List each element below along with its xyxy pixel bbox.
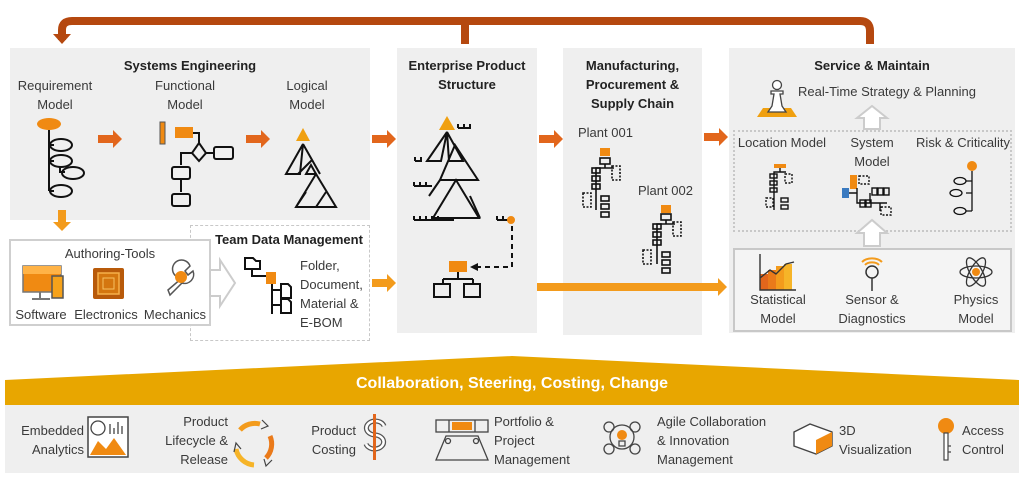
electronics-label: Electronics <box>74 307 138 322</box>
requirement-model-label: Requirement Model <box>17 78 93 112</box>
functional-model-label: Functional Model <box>155 78 215 112</box>
team-data-title: Team Data Management <box>215 232 363 247</box>
portfolio-icon <box>435 419 489 461</box>
statistical-model-label: Statistical Model <box>750 292 806 326</box>
key-icon <box>938 418 954 461</box>
plant-001-label: Plant 001 <box>578 125 633 140</box>
capability-portfolio-management[interactable]: Portfolio & Project Management <box>494 414 570 467</box>
system-model-label: System Model <box>850 135 894 169</box>
authoring-tools-title: Authoring-Tools <box>64 246 156 261</box>
lightbulb-icon <box>603 421 641 455</box>
manufacturing-title: Manufacturing, Procurement & Supply Chai… <box>585 58 680 111</box>
banner-title: Collaboration, Steering, Costing, Change <box>355 375 668 392</box>
team-data-description: Folder, Document, Material & E-BOM <box>300 258 363 330</box>
software-label: Software <box>15 307 67 322</box>
cycle-icon <box>233 419 275 468</box>
vr-headset-icon <box>793 423 833 455</box>
capability-3d-visualization[interactable]: 3D Visualization <box>839 423 912 457</box>
logical-model-label: Logical Model <box>286 78 328 112</box>
analytics-icon <box>87 416 129 458</box>
systems-engineering-title: Systems Engineering <box>123 58 257 73</box>
feedback-arrow <box>58 17 874 44</box>
capability-product-lifecycle[interactable]: Product Lifecycle & Release <box>165 414 228 467</box>
risk-criticality-label: Risk & Criticality <box>916 135 1010 150</box>
strategy-label: Real-Time Strategy & Planning <box>798 84 976 99</box>
mechanics-label: Mechanics <box>143 307 207 322</box>
location-model-label: Location Model <box>737 135 827 150</box>
feedback-arrowhead <box>53 34 71 44</box>
capability-access-control[interactable]: Access Control <box>962 423 1004 457</box>
service-title: Service & Maintain <box>814 58 930 73</box>
capability-product-costing[interactable]: Product Costing <box>311 423 356 457</box>
plant-002-label: Plant 002 <box>638 183 693 198</box>
capability-agile-collaboration[interactable]: Agile Collaboration & Innovation Managem… <box>657 414 767 467</box>
sensor-diagnostics-label: Sensor & Diagnostics <box>838 292 906 326</box>
physics-model-label: Physics Model <box>953 292 999 326</box>
capability-embedded-analytics[interactable]: Embedded Analytics <box>21 423 84 457</box>
dollar-icon <box>363 414 387 460</box>
enterprise-title: Enterprise Product Structure <box>408 58 526 92</box>
